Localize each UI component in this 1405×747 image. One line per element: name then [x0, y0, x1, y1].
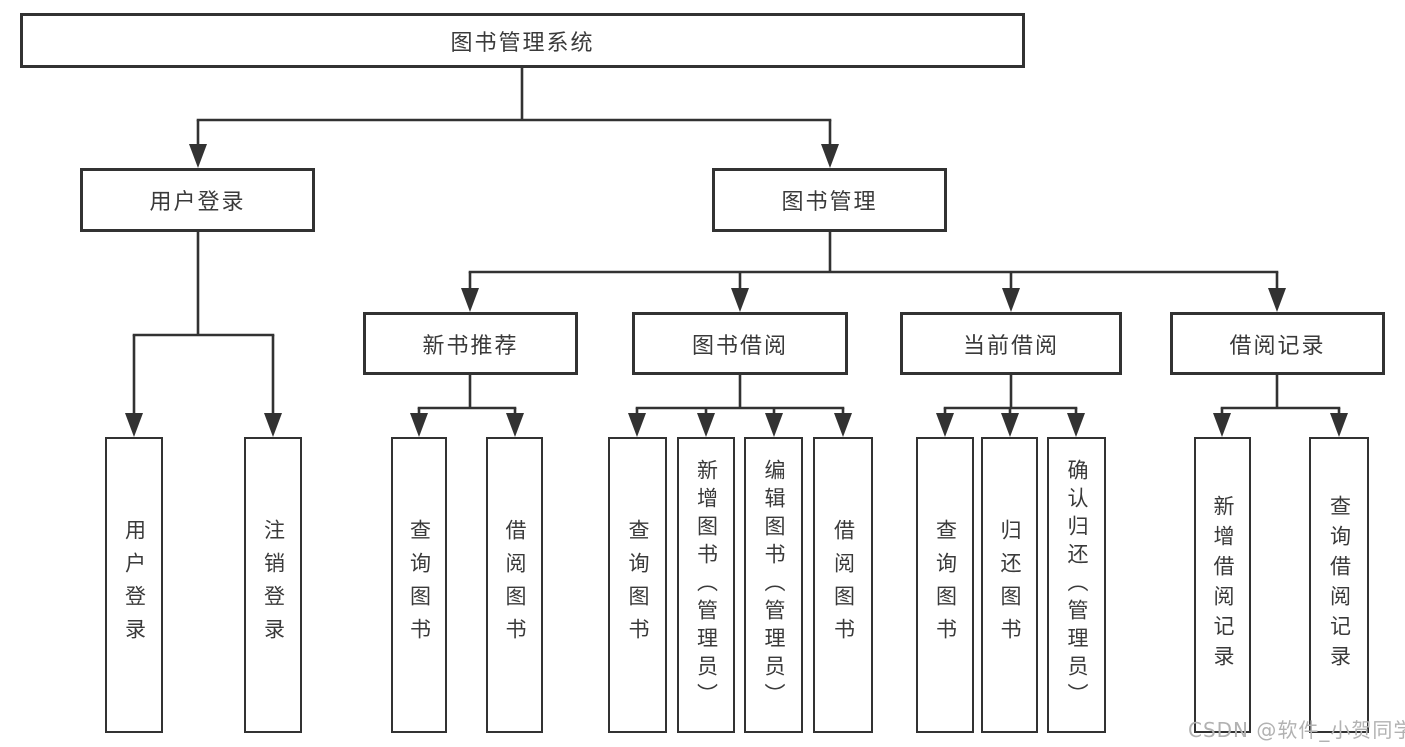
connector-borrow-records — [1213, 375, 1348, 437]
leaf-user-login: 用户登录 — [105, 437, 163, 733]
connector-current-borrow — [936, 375, 1085, 437]
leaf-label: 查询图书 — [407, 519, 432, 651]
leaf-borrow-books: 借阅图书 — [813, 437, 873, 733]
leaf-borrow-books-recommend: 借阅图书 — [486, 437, 543, 733]
leaf-label: 查询图书 — [933, 519, 958, 651]
leaf-label: 新增图书（管理员） — [694, 459, 719, 711]
leaf-query-borrow-record: 查询借阅记录 — [1309, 437, 1369, 733]
node-new-book-recommend: 新书推荐 — [363, 312, 578, 375]
node-borrow-records: 借阅记录 — [1170, 312, 1385, 375]
leaf-label: 确认归还（管理员） — [1065, 459, 1089, 711]
connector-root — [189, 68, 839, 168]
leaf-query-books-borrow: 查询图书 — [608, 437, 667, 733]
leaf-edit-book-admin: 编辑图书（管理员） — [744, 437, 803, 733]
leaf-label: 注销登录 — [261, 519, 286, 651]
leaf-query-books-recommend: 查询图书 — [391, 437, 447, 733]
connector-book-management — [461, 232, 1286, 312]
leaf-label: 归还图书 — [998, 519, 1022, 651]
leaf-query-books-current: 查询图书 — [916, 437, 974, 733]
node-book-management: 图书管理 — [712, 168, 947, 232]
connector-user-login — [125, 232, 282, 437]
node-root: 图书管理系统 — [20, 13, 1025, 68]
leaf-confirm-return-admin: 确认归还（管理员） — [1047, 437, 1106, 733]
leaf-logout: 注销登录 — [244, 437, 302, 733]
connector-new-book-recommend — [410, 375, 524, 437]
connector-book-borrow — [628, 375, 852, 437]
leaf-label: 查询图书 — [626, 519, 650, 651]
csdn-watermark: CSDN @软件_小贺同学 — [1188, 718, 1405, 742]
leaf-label: 编辑图书（管理员） — [762, 459, 786, 711]
leaf-label: 新增借阅记录 — [1211, 495, 1235, 675]
leaf-return-book: 归还图书 — [981, 437, 1038, 733]
leaf-add-borrow-record: 新增借阅记录 — [1194, 437, 1251, 733]
node-user-login: 用户登录 — [80, 168, 315, 232]
leaf-add-book-admin: 新增图书（管理员） — [677, 437, 735, 733]
node-book-borrow: 图书借阅 — [632, 312, 848, 375]
leaf-label: 用户登录 — [122, 519, 147, 651]
leaf-label: 借阅图书 — [831, 519, 856, 651]
leaf-label: 查询借阅记录 — [1327, 495, 1352, 675]
leaf-label: 借阅图书 — [503, 519, 527, 651]
node-current-borrow: 当前借阅 — [900, 312, 1122, 375]
